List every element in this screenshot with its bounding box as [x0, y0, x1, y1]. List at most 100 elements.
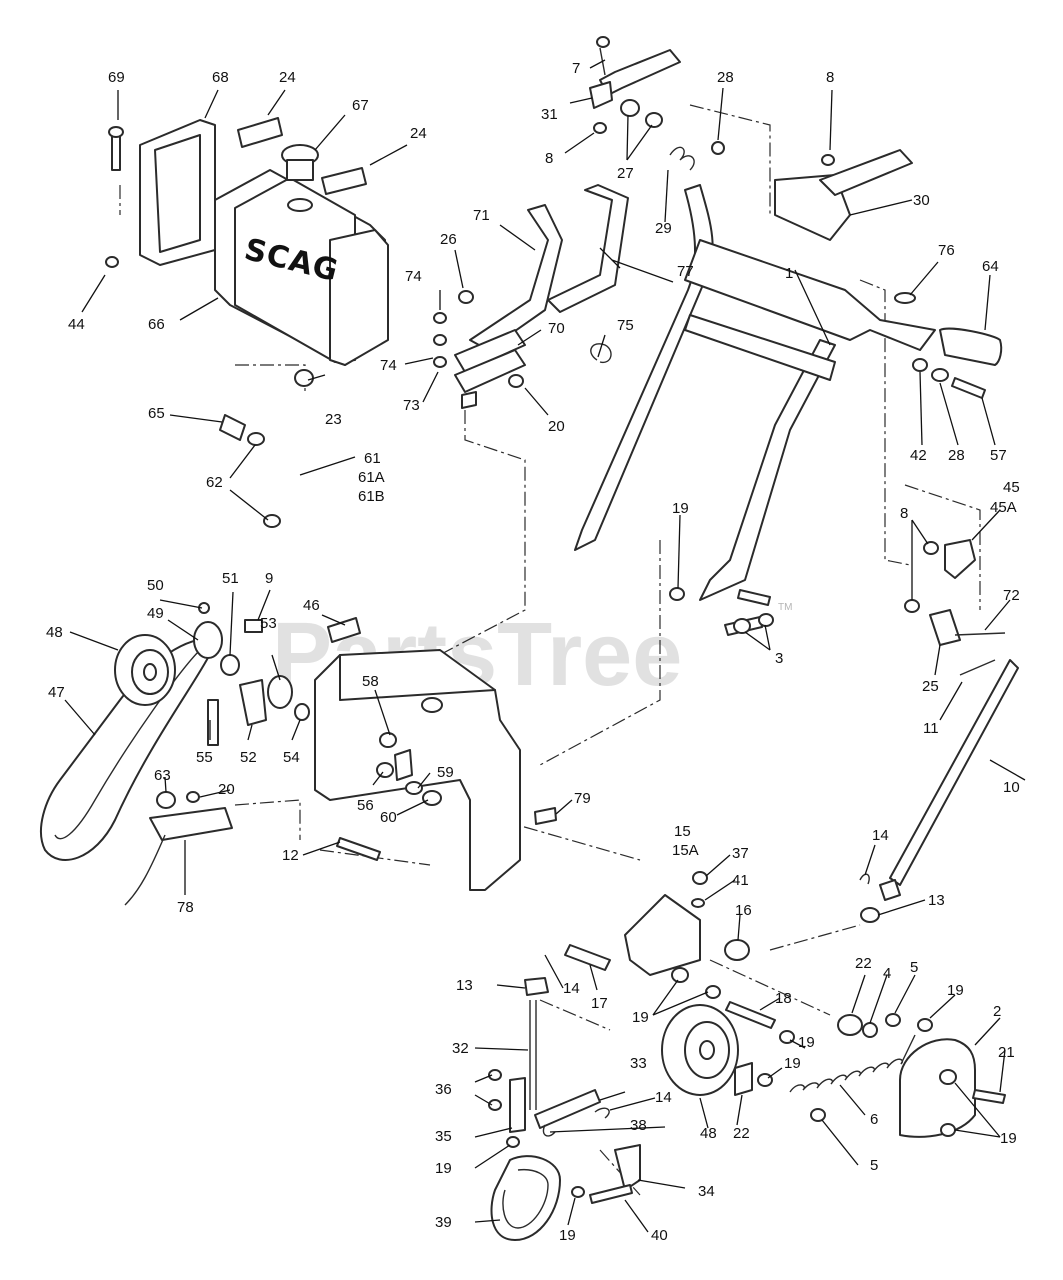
- callout-67: 67: [352, 97, 369, 114]
- leader-lines: [64, 59, 1026, 1233]
- callout-14: 14: [655, 1089, 672, 1106]
- callout-19: 19: [784, 1055, 801, 1072]
- idler-parts: [207, 619, 310, 746]
- callout-34: 34: [698, 1183, 715, 1200]
- callout-52: 52: [240, 749, 257, 766]
- callout-10: 10: [1003, 779, 1020, 796]
- callout-49: 49: [147, 605, 164, 622]
- callout-31: 31: [541, 106, 558, 123]
- fuel-cap: [281, 144, 319, 212]
- callout-60: 60: [380, 809, 397, 826]
- callout-48: 48: [46, 624, 63, 641]
- callout-61b: 61B: [358, 488, 385, 505]
- callout-48: 48: [700, 1125, 717, 1142]
- tank-bolts: [105, 126, 124, 268]
- fuel-line: [219, 369, 314, 528]
- callout-61a: 61A: [358, 469, 385, 486]
- callout-74: 74: [380, 357, 397, 374]
- callout-44: 44: [68, 316, 85, 333]
- callout-15a: 15A: [672, 842, 699, 859]
- callout-22: 22: [855, 955, 872, 972]
- callout-68: 68: [212, 69, 229, 86]
- callout-8: 8: [826, 69, 834, 86]
- callout-21: 21: [998, 1044, 1015, 1061]
- callout-28: 28: [948, 447, 965, 464]
- callout-58: 58: [362, 673, 379, 690]
- callout-11: 11: [923, 720, 939, 737]
- callout-19: 19: [1000, 1130, 1017, 1147]
- callout-33: 33: [630, 1055, 647, 1072]
- callout-65: 65: [148, 405, 165, 422]
- callout-56: 56: [357, 797, 374, 814]
- callout-13: 13: [456, 977, 473, 994]
- idler-plate: [899, 1038, 1006, 1138]
- callout-19: 19: [632, 1009, 649, 1026]
- callout-76: 76: [938, 242, 955, 259]
- callout-45: 45: [1003, 479, 1020, 496]
- callout-70: 70: [548, 320, 565, 337]
- fuel-tank: SCAG: [214, 169, 389, 366]
- callout-20: 20: [548, 418, 565, 435]
- callout-37: 37: [732, 845, 749, 862]
- callout-5: 5: [910, 959, 918, 976]
- callout-78: 78: [177, 899, 194, 916]
- callouts: 69 68 24 67 24 44 66 65 23 62 61 61A 61B…: [46, 60, 1020, 1244]
- callout-18: 18: [775, 990, 792, 1007]
- callout-20: 20: [218, 781, 235, 798]
- chassis-plate: [314, 649, 557, 891]
- callout-19: 19: [672, 500, 689, 517]
- callout-51: 51: [222, 570, 239, 587]
- control-linkage: [859, 539, 1019, 923]
- callout-61: 61: [364, 450, 381, 467]
- callout-15: 15: [674, 823, 691, 840]
- callout-6: 6: [870, 1111, 878, 1128]
- callout-79: 79: [574, 790, 591, 807]
- callout-8: 8: [900, 505, 908, 522]
- callout-59: 59: [437, 764, 454, 781]
- callout-41: 41: [732, 872, 749, 889]
- callout-26: 26: [440, 231, 457, 248]
- callout-32: 32: [452, 1040, 469, 1057]
- control-bars: [433, 184, 629, 409]
- assembly-lines: [119, 104, 981, 1196]
- callout-45a: 45A: [990, 499, 1017, 516]
- callout-55: 55: [196, 749, 213, 766]
- brake-linkage: [488, 977, 641, 1241]
- callout-24: 24: [410, 125, 427, 142]
- handle-lock: [589, 36, 913, 241]
- callout-77: 77: [677, 263, 694, 280]
- callout-66: 66: [148, 316, 165, 333]
- callout-42: 42: [910, 447, 927, 464]
- callout-12: 12: [282, 847, 299, 864]
- callout-64: 64: [982, 258, 999, 275]
- callout-46: 46: [303, 597, 320, 614]
- callout-19: 19: [559, 1227, 576, 1244]
- handle-frame: [574, 184, 1003, 601]
- callout-47: 47: [48, 684, 65, 701]
- callout-35: 35: [435, 1128, 452, 1145]
- callout-4: 4: [883, 965, 891, 982]
- callout-71: 71: [473, 207, 490, 224]
- callout-5: 5: [870, 1157, 878, 1174]
- callout-19: 19: [947, 982, 964, 999]
- callout-57: 57: [990, 447, 1007, 464]
- callout-9: 9: [265, 570, 273, 587]
- callout-19: 19: [435, 1160, 452, 1177]
- callout-27: 27: [617, 165, 634, 182]
- callout-13: 13: [928, 892, 945, 909]
- callout-16: 16: [735, 902, 752, 919]
- frame-bolts: [669, 587, 774, 636]
- callout-63: 63: [154, 767, 171, 784]
- callout-74: 74: [405, 268, 422, 285]
- callout-36: 36: [435, 1081, 452, 1098]
- watermark-tm: TM: [778, 602, 792, 613]
- idler-pulley: [661, 1004, 753, 1096]
- callout-72: 72: [1003, 587, 1020, 604]
- callout-53: 53: [260, 615, 277, 632]
- belt-guide: [124, 791, 233, 906]
- idler-arm: [564, 871, 776, 1029]
- callout-75: 75: [617, 317, 634, 334]
- callout-8: 8: [545, 150, 553, 167]
- tank-strap: [139, 119, 216, 266]
